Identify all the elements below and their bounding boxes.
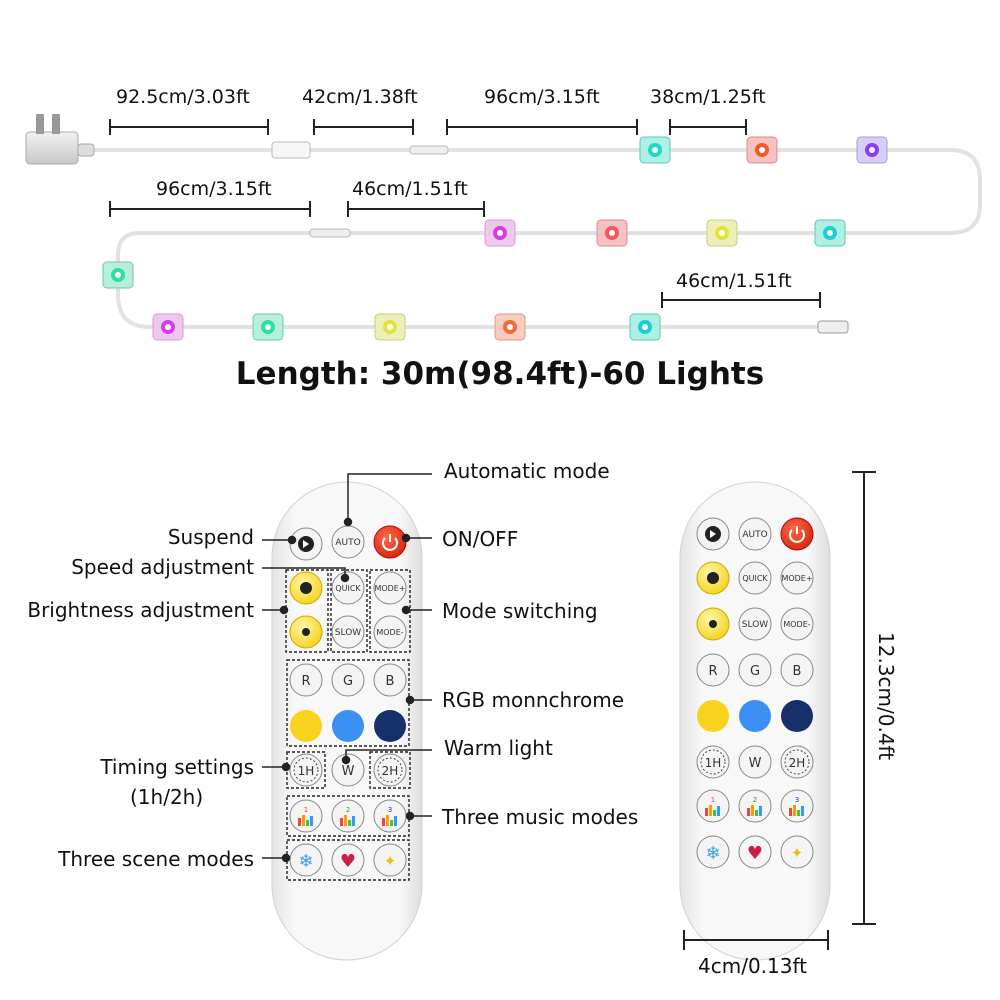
- led-light: [494, 313, 526, 341]
- led-light: [639, 136, 671, 164]
- measurement-label: 42cm/1.38ft: [302, 86, 418, 108]
- led-light: [102, 261, 134, 289]
- led-light: [629, 313, 661, 341]
- remote-left-buttons: ❄ ♥ ✦: [285, 525, 411, 881]
- end-connector: [817, 320, 849, 334]
- strip-wire: [80, 148, 982, 329]
- led-light: [484, 219, 516, 247]
- controller-box: [271, 141, 311, 159]
- svg-text:♥: ♥: [747, 843, 763, 864]
- led-light: [252, 313, 284, 341]
- led-light: [746, 136, 778, 164]
- measurement-label: 96cm/3.15ft: [156, 178, 272, 200]
- label-rgb-monochrome: RGB monnchrome: [442, 688, 625, 712]
- label-suspend: Suspend: [167, 525, 254, 549]
- label-speed-adjustment: Speed adjustment: [71, 555, 254, 579]
- led-light: [856, 136, 888, 164]
- led-light: [152, 313, 184, 341]
- measurement-label: 46cm/1.51ft: [352, 178, 468, 200]
- label-automatic-mode: Automatic mode: [444, 459, 610, 483]
- connector: [409, 145, 449, 155]
- height-dimension-label: 12.3cm/0.4ft: [874, 632, 898, 761]
- measurement-label: 96cm/3.15ft: [484, 86, 600, 108]
- label-music-modes: Three music modes: [442, 805, 639, 829]
- label-warm-light: Warm light: [444, 736, 553, 760]
- remote-diagram: ❄ ♥ ✦ ❄ ♥: [262, 471, 876, 961]
- led-lights: [102, 136, 888, 341]
- svg-text:✦: ✦: [384, 852, 397, 870]
- svg-text:❄: ❄: [298, 851, 313, 872]
- measurement-label: 46cm/1.51ft: [676, 270, 792, 292]
- measurement-label: 92.5cm/3.03ft: [116, 86, 250, 108]
- connector: [309, 228, 351, 238]
- label-on-off: ON/OFF: [442, 527, 519, 551]
- label-scene-modes: Three scene modes: [58, 847, 254, 871]
- led-light: [706, 219, 738, 247]
- svg-text:♥: ♥: [340, 851, 356, 872]
- label-brightness-adjustment: Brightness adjustment: [27, 598, 254, 622]
- remote-right-buttons: ❄ ♥ ✦: [696, 517, 814, 869]
- power-adapter: [25, 114, 95, 165]
- led-light: [596, 219, 628, 247]
- label-timing-settings: Timing settings: [100, 755, 254, 779]
- light-strip-diagram: [25, 114, 982, 341]
- length-title: Length: 30m(98.4ft)-60 Lights: [235, 356, 765, 392]
- led-light: [374, 313, 406, 341]
- width-dimension-label: 4cm/0.13ft: [698, 954, 808, 978]
- label-mode-switching: Mode switching: [442, 599, 598, 623]
- svg-text:✦: ✦: [791, 844, 804, 862]
- svg-text:❄: ❄: [705, 843, 720, 864]
- led-light: [814, 219, 846, 247]
- label-timing-sub: (1h/2h): [130, 785, 204, 809]
- measurement-label: 38cm/1.25ft: [650, 86, 766, 108]
